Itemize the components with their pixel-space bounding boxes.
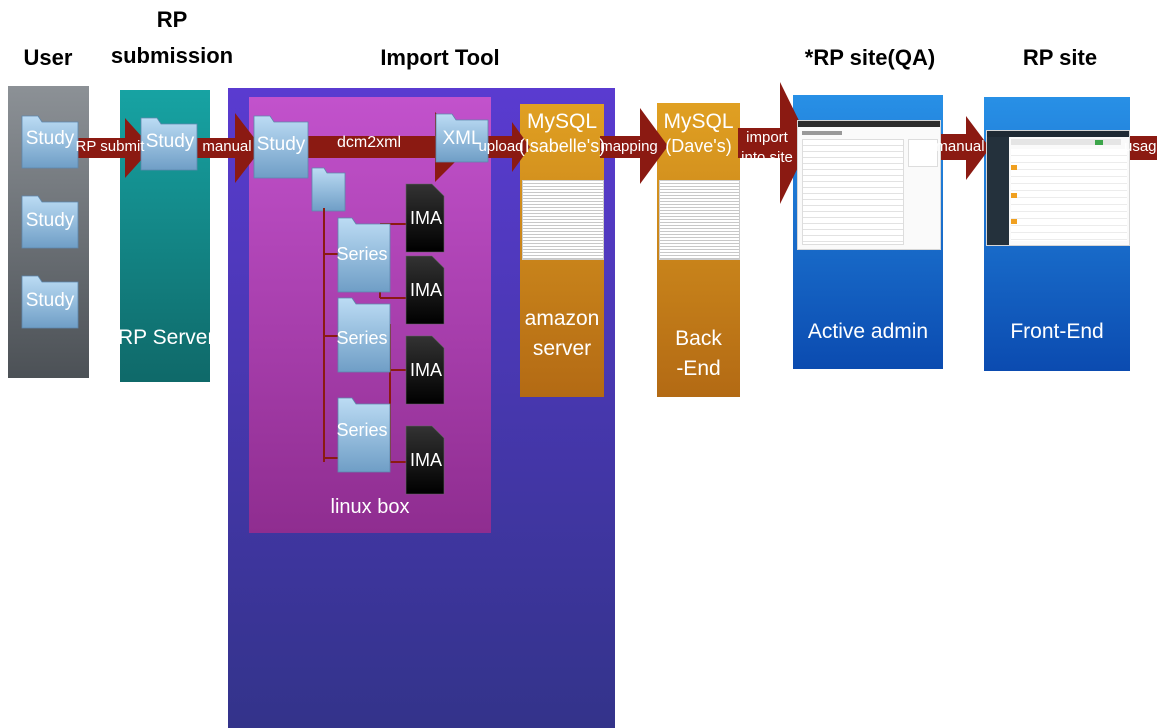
qa-site-screenshot <box>797 120 941 250</box>
arrow-label-rp-submit: RP submit <box>75 138 145 155</box>
arrow-rp-submit <box>74 118 152 178</box>
amazon-db-title: MySQL <box>526 110 597 133</box>
xml-folder <box>435 113 489 163</box>
arrow-label-mapping: mapping <box>600 138 658 155</box>
backend-label: Back -End <box>675 327 722 380</box>
header-rp-site: RP site <box>1022 45 1098 70</box>
active-admin-label: Active admin <box>807 320 929 343</box>
series-folders <box>337 217 391 473</box>
user-folder-label-2: Study <box>25 210 75 231</box>
arrow-label-import-into-site: import into site <box>741 129 793 166</box>
arrow-manual-1 <box>196 113 262 183</box>
import-study-folder <box>253 115 309 179</box>
xml-folder-label: XML <box>442 128 482 149</box>
arrow-label-usage: usag <box>1124 138 1157 155</box>
arrow-label-upload: upload <box>478 138 524 155</box>
ima-label-3: IMA <box>409 360 442 380</box>
arrow-mapping <box>600 108 668 184</box>
arrow-dcm2xml <box>305 112 470 182</box>
amazon-db-table-thumbnail <box>522 180 604 260</box>
series-label-1: Series <box>336 244 388 264</box>
front-end-label: Front-End <box>1010 320 1104 343</box>
series-label-2: Series <box>336 328 388 348</box>
rp-server-label: RP Server <box>118 326 215 349</box>
ima-label-2: IMA <box>409 280 442 300</box>
arrow-manual-2 <box>934 116 990 180</box>
amazon-db-owner: (Isabelle's) <box>518 136 606 156</box>
arrow-import-into-site <box>738 82 810 204</box>
ima-files <box>405 183 445 495</box>
header-import-tool: Import Tool <box>380 45 500 70</box>
user-folder-label-3: Study <box>25 290 75 311</box>
ima-label-1: IMA <box>409 208 442 228</box>
ima-label-4: IMA <box>409 450 442 470</box>
user-folder-label-1: Study <box>25 128 75 149</box>
backend-db-title: MySQL <box>663 110 734 133</box>
small-folder <box>311 167 346 212</box>
arrow-upload <box>470 122 530 172</box>
amazon-server-label: amazon server <box>524 307 600 360</box>
front-end-screenshot <box>986 130 1130 246</box>
import-study-label: Study <box>256 134 306 155</box>
header-user: User <box>23 45 73 70</box>
header-rp-site-qa: *RP site(QA) <box>804 45 936 70</box>
rp-folder-label: Study <box>145 131 195 152</box>
series-label-3: Series <box>336 420 388 440</box>
backend-db-owner: (Dave's) <box>665 136 732 156</box>
user-study-folders <box>21 115 79 329</box>
backend-db-table-thumbnail <box>659 180 740 260</box>
rp-study-folder <box>140 117 198 171</box>
header-rp-submission: RP submission <box>110 7 234 68</box>
arrow-label-manual-1: manual <box>202 138 252 155</box>
arrow-label-manual-2: manual <box>935 138 985 155</box>
linux-box-label: linux box <box>330 496 410 518</box>
dcm2xml-label: dcm2xml <box>336 134 401 151</box>
